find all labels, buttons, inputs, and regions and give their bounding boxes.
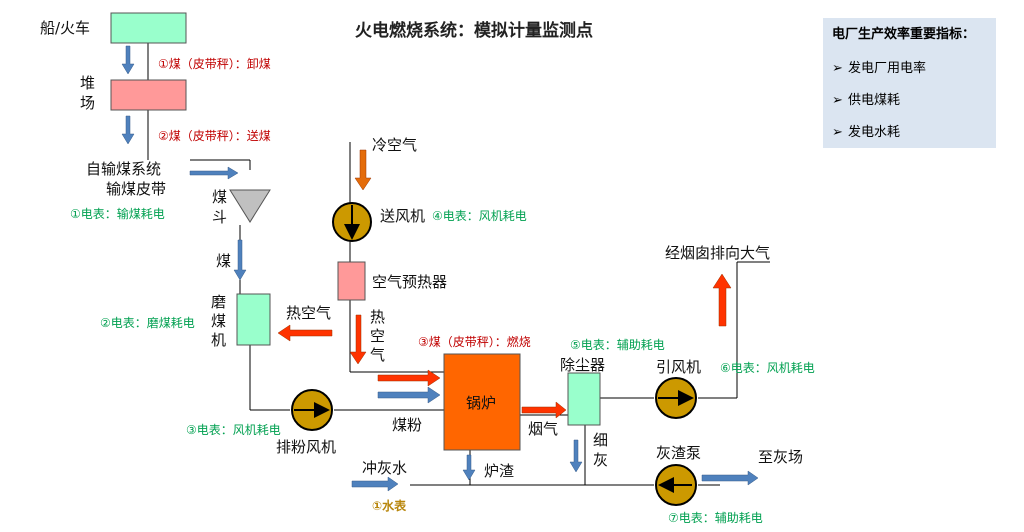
- furnace-slag-label: 炉渣: [484, 462, 514, 480]
- panel-bullet-icon: ➢: [832, 93, 843, 108]
- power-meter-label: ⑥电表：风机耗电: [720, 361, 815, 375]
- power-meter-label: ④电表：风机耗电: [432, 209, 527, 223]
- panel-item: 供电煤耗: [848, 93, 900, 108]
- coal-powder-label: 煤粉: [392, 416, 422, 434]
- coal-label: 煤: [216, 252, 231, 270]
- fd-fan-label: 送风机: [380, 207, 425, 225]
- yard-box: [110, 79, 187, 111]
- flush-water-label: 冲灰水: [362, 459, 407, 477]
- hot-air-label: 热空气: [286, 304, 331, 322]
- panel-title: 电厂生产效率重要指标：: [832, 26, 975, 42]
- water-meter-label: ①水表: [372, 498, 407, 513]
- power-meter-label: ⑦电表：辅助耗电: [668, 511, 763, 525]
- panel-bullet-icon: ➢: [832, 61, 843, 76]
- coal-mill-label: 磨: [211, 293, 226, 311]
- power-meter-label: ②电表：磨煤耗电: [100, 316, 195, 330]
- cold-air-label: 冷空气: [372, 136, 417, 154]
- boiler-label: 锅炉: [466, 394, 496, 412]
- coal-mill-label: 煤: [211, 312, 226, 330]
- power-meter-label: ⑤电表：辅助耗电: [570, 338, 665, 352]
- power-meter-label: ①电表：输煤耗电: [70, 206, 165, 221]
- stack-label: 经烟囱排向大气: [665, 244, 770, 262]
- arrow-down-icon: [462, 454, 476, 481]
- hot-air-vertical-label: 空: [370, 327, 385, 345]
- arrow-right-icon: [701, 470, 759, 486]
- hot-air-right-arrow-icon: [377, 369, 441, 387]
- hopper-label: 煤: [212, 188, 227, 206]
- efficiency-panel: 电厂生产效率重要指标： ➢ 发电厂用电率 ➢ 供电煤耗 ➢ 发电水耗: [823, 18, 996, 148]
- hot-air-vertical-label: 气: [370, 346, 385, 364]
- conveyor-system-label: 自输煤系统: [86, 160, 161, 178]
- air-preheater-label: 空气预热器: [372, 273, 447, 291]
- panel-item: 发电水耗: [848, 124, 900, 140]
- hot-air-down-arrow-icon: [349, 314, 367, 365]
- stack-up-arrow-icon: [712, 273, 732, 327]
- exhaust-fan-label: 排粉风机: [276, 438, 336, 456]
- arrow-right-icon: [351, 476, 399, 492]
- coal-mill-label: 机: [211, 331, 226, 349]
- power-meter-label: ③电表：风机耗电: [186, 423, 281, 437]
- yard-label: 场: [80, 94, 95, 112]
- ship-train-label: 船/火车: [40, 19, 90, 37]
- conveyor-belt-label: 输煤皮带: [106, 180, 166, 198]
- arrow-down-icon: [233, 239, 247, 281]
- ship-train-box: [110, 12, 187, 44]
- dust-collector-box: [567, 372, 601, 426]
- flue-gas-label: 烟气: [528, 420, 558, 438]
- hot-air-left-arrow-icon: [277, 324, 333, 342]
- arrow-right-icon: [189, 166, 239, 180]
- panel-item: 发电厂用电率: [848, 60, 926, 76]
- hot-air-vertical-label: 热: [370, 308, 385, 326]
- air-preheater-box: [337, 261, 366, 301]
- arrow-down-icon: [121, 45, 135, 75]
- id-fan-label: 引风机: [656, 358, 701, 376]
- slag-pump-label: 灰渣泵: [656, 444, 701, 462]
- coal-mill-box: [236, 293, 271, 346]
- fine-ash-label: 灰: [593, 451, 608, 469]
- coal-scale-label: ②煤（皮带秤）：送煤: [158, 128, 271, 143]
- coal-scale-label: ①煤（皮带秤）：卸煤: [158, 56, 271, 71]
- dust-collector-label: 除尘器: [560, 356, 605, 374]
- exhaust-fan-icon: [291, 389, 333, 431]
- arrow-down-icon: [121, 115, 135, 145]
- panel-bullet-icon: ➢: [832, 125, 843, 140]
- arrow-right-icon: [377, 386, 441, 404]
- coal-scale-label: ③煤（皮带秤）：燃烧: [418, 334, 531, 349]
- fine-ash-label: 细: [593, 431, 608, 449]
- id-fan-icon: [655, 377, 697, 419]
- arrow-down-icon: [569, 439, 583, 473]
- diagram-title: 火电燃烧系统：模拟计量监测点: [355, 20, 593, 41]
- cold-air-arrow-icon: [354, 149, 372, 191]
- hopper-icon: [229, 189, 271, 223]
- fd-fan-icon: [332, 202, 372, 242]
- yard-label: 堆: [80, 74, 95, 92]
- boiler-box: [443, 353, 521, 451]
- to-ash-yard-label: 至灰场: [758, 448, 803, 466]
- flue-gas-arrow-icon: [521, 401, 567, 419]
- hopper-label: 斗: [212, 208, 227, 226]
- slag-pump-icon: [655, 464, 697, 506]
